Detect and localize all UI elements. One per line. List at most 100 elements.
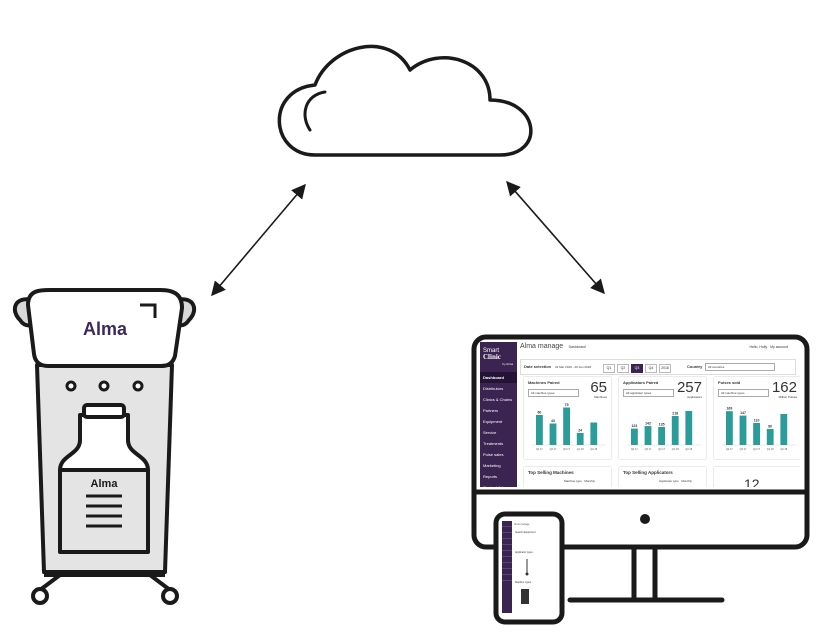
sidebar-item-distributors[interactable]: Distributors — [483, 386, 504, 391]
bar-label: 24 — [578, 429, 582, 433]
quarter-tab-q1[interactable]: Q1 — [603, 364, 615, 373]
kpi-total: 257 — [676, 379, 702, 396]
x-tick-label: Q2 17 — [726, 448, 733, 451]
x-tick-label: Q2 18 — [780, 448, 787, 451]
kpi-title: Machines Paired — [528, 380, 560, 385]
bar-label: 75 — [565, 403, 569, 407]
sidebar-item-treatments[interactable]: Treatments — [483, 441, 504, 446]
phone-machine-icon — [521, 589, 529, 604]
country-select[interactable]: All countries — [705, 363, 775, 371]
x-tick-label: Q4 17 — [658, 448, 665, 451]
sidebar-item-partners[interactable]: Partners — [483, 408, 499, 413]
quarter-tab-q3[interactable]: Q3 — [631, 364, 643, 373]
x-tick-label: Q1 18 — [577, 448, 584, 451]
bar[interactable] — [726, 411, 733, 445]
sidebar-item-marketing[interactable]: Marketing — [483, 463, 501, 468]
x-tick-label: Q2 17 — [536, 448, 543, 451]
sidebar-item-dashboard[interactable]: Dashboard — [480, 372, 517, 383]
bar-label: 218 — [672, 411, 678, 415]
kpi-unit: Applicators — [687, 395, 702, 399]
sidebar-item-pulse-sales[interactable]: Pulse sales — [483, 452, 504, 457]
phone-label-applicators: Applicator types — [515, 551, 533, 554]
top-machines-card: Top Selling Machines Machine type Monthl… — [524, 467, 611, 487]
bar[interactable] — [671, 415, 679, 445]
quarter-tab-2018[interactable]: 2018 — [659, 364, 671, 373]
bar[interactable] — [780, 414, 788, 445]
bar[interactable] — [590, 422, 598, 446]
header-title: Alma manage — [520, 343, 564, 350]
x-tick-label: Q3 17 — [645, 448, 652, 451]
bar-label: 110 — [754, 419, 760, 423]
x-tick-label: Q4 17 — [753, 448, 760, 451]
sidebar-item-service[interactable]: Service — [483, 430, 497, 435]
x-tick-label: Q2 18 — [590, 448, 597, 451]
kpi-dropdown[interactable]: All applicator types — [623, 389, 674, 397]
sidebar-item-equipment[interactable]: Equipment — [483, 419, 503, 424]
kpi-total: 65 — [590, 379, 607, 396]
bar[interactable] — [536, 415, 543, 445]
top-applicators-card: Top Selling Applicators Applicator type … — [619, 467, 706, 487]
bar[interactable] — [753, 423, 760, 445]
filter-bar: Date selection 01 Mar 2016 - 26 Jan 2018… — [520, 359, 796, 375]
date-input[interactable]: 01 Mar 2016 - 26 Jan 2018 — [555, 365, 592, 369]
x-tick-label: Q2 17 — [631, 448, 638, 451]
bar[interactable] — [739, 415, 747, 445]
sidebar-item-reports[interactable]: Reports — [483, 474, 498, 479]
bar[interactable] — [685, 411, 693, 445]
bar[interactable] — [644, 426, 652, 445]
bar[interactable] — [658, 427, 665, 445]
quarter-tab-q2[interactable]: Q2 — [617, 364, 629, 373]
bar-label: 135 — [659, 423, 665, 427]
bar[interactable] — [549, 423, 557, 446]
country-label: Country — [687, 364, 703, 369]
kpi-unit: Machines — [594, 395, 607, 399]
sidebar-item-content-images[interactable]: Content & Images — [480, 482, 517, 487]
cloud-icon — [277, 44, 533, 157]
bar[interactable] — [766, 429, 774, 445]
x-tick-label: Q1 18 — [767, 448, 774, 451]
phone-label-search: Search Equipment — [515, 531, 536, 534]
bar[interactable] — [563, 407, 570, 446]
kpi-dropdown[interactable]: All machine types — [718, 389, 769, 397]
kpi-title: Pulses sold — [718, 380, 741, 385]
phone-applicator-icon — [525, 559, 529, 576]
device-logo-top: Alma — [83, 319, 128, 339]
alma-device-icon — [12, 288, 197, 605]
bar-label: 123 — [631, 424, 637, 428]
third-bottom-card: 12 — [714, 467, 800, 487]
bar[interactable] — [631, 428, 638, 445]
x-tick-label: Q1 18 — [672, 448, 679, 451]
phone-sidebar — [502, 521, 512, 613]
phone-label-machines: Machine types — [515, 581, 532, 584]
bar-label: 169 — [726, 407, 732, 411]
device-logo-front: Alma — [91, 478, 119, 490]
screen-corner-mark — [140, 303, 157, 318]
date-label: Date selection — [524, 364, 552, 369]
bar-label: 43 — [551, 419, 555, 423]
phone-title: Alma manage — [514, 523, 530, 526]
quarter-tab-q4[interactable]: Q4 — [645, 364, 657, 373]
kpi-total: 162 — [771, 379, 797, 396]
device-buttons — [65, 380, 144, 392]
bar-label: 80 — [768, 425, 772, 429]
app-logo: Smart Clinic by Alma — [483, 348, 513, 366]
kpi-unit: Million Pulses — [778, 395, 797, 399]
dashboard-header: Alma manage Dashboard Hello, Holly My ac… — [520, 343, 800, 353]
kpi-dropdown[interactable]: All machine types — [528, 389, 579, 397]
arrow-cloud-dashboard — [506, 180, 605, 295]
device-vent — [86, 494, 122, 528]
bar[interactable] — [576, 433, 584, 445]
sidebar-item-clinics-chains[interactable]: Clinics & Chains — [483, 397, 513, 402]
header-user[interactable]: Hello, Holly My account — [749, 345, 788, 349]
x-tick-label: Q3 17 — [550, 448, 557, 451]
